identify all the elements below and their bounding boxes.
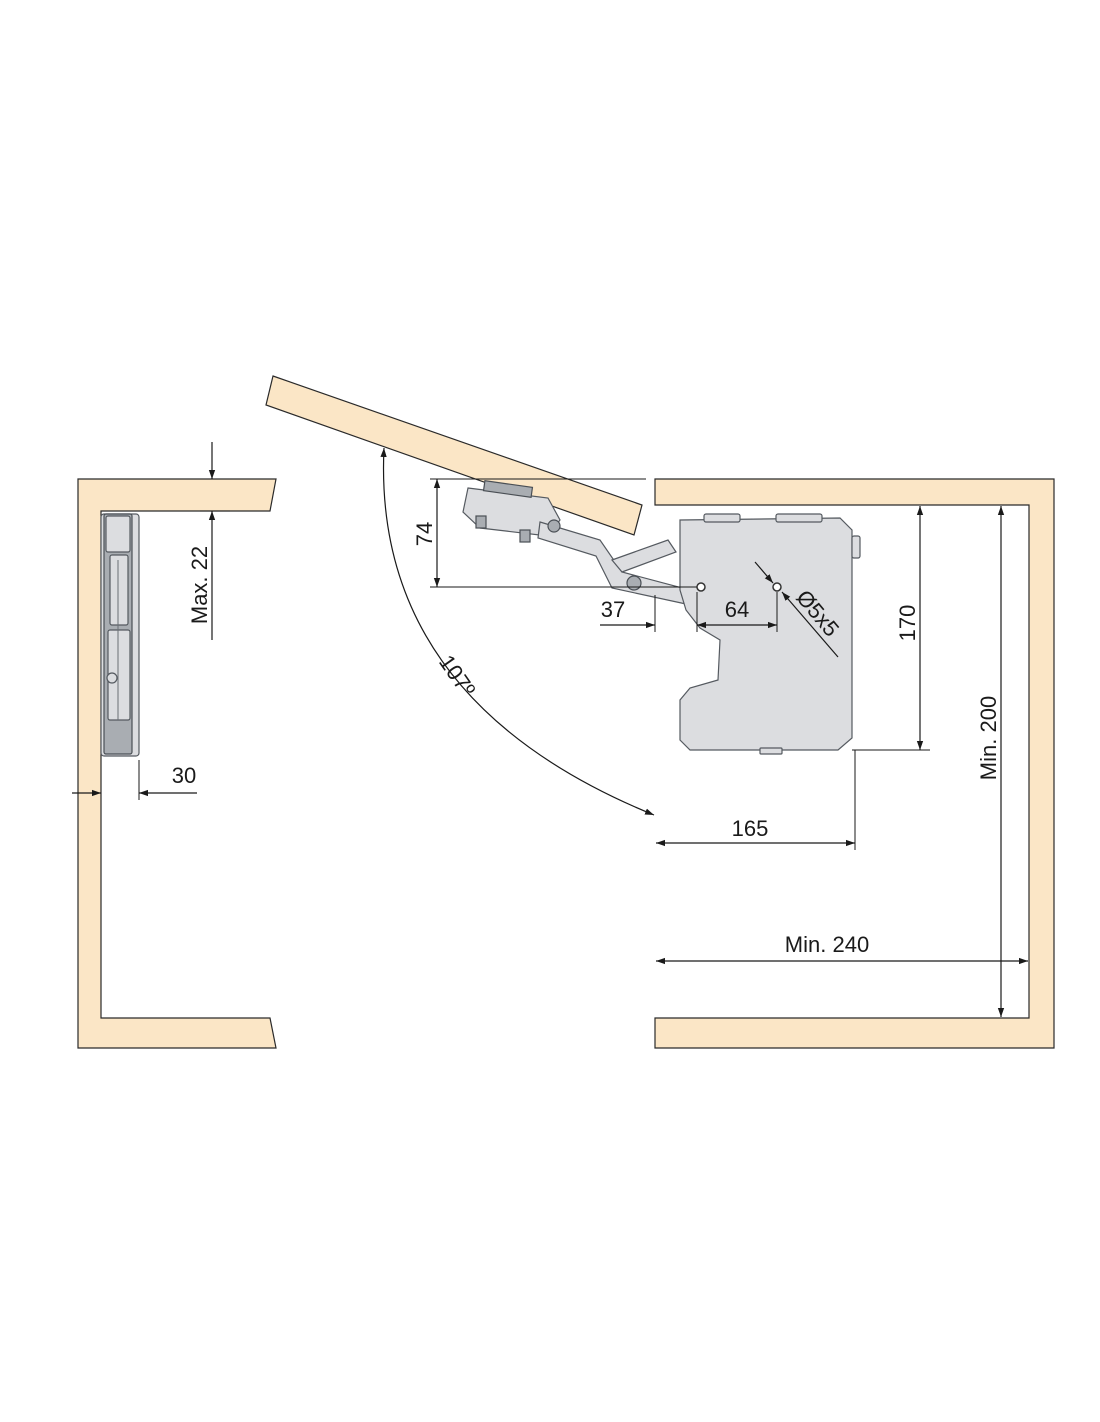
hinge-pivot-lower-icon bbox=[626, 575, 642, 591]
dimension-30-label: 30 bbox=[172, 763, 196, 788]
min-240-label: Min. 240 bbox=[785, 932, 869, 957]
min-200-label: Min. 200 bbox=[976, 696, 1001, 780]
lift-mechanism-bottom-tab bbox=[759, 747, 783, 755]
left-mechanism bbox=[100, 513, 140, 757]
lift-mechanism-tab-right bbox=[775, 513, 823, 523]
dimension-165: 165 bbox=[656, 750, 856, 850]
dimension-30: 30 bbox=[72, 760, 197, 800]
dimension-170-label: 170 bbox=[895, 605, 920, 642]
mounting-hole-1-icon bbox=[696, 582, 706, 592]
dimension-max-22: Max. 22 bbox=[187, 442, 230, 640]
hinge-clip-2 bbox=[519, 529, 531, 543]
lift-mechanism bbox=[679, 513, 861, 755]
lift-mechanism-side-tab bbox=[851, 535, 861, 559]
opening-angle-arc bbox=[380, 447, 655, 816]
mounting-hole-2-icon bbox=[772, 582, 782, 592]
left-mechanism-screw-icon bbox=[106, 672, 118, 684]
dimension-170: 170 bbox=[852, 506, 930, 751]
dimension-min-200: Min. 200 bbox=[976, 506, 1005, 1017]
hinge-pivot-icon bbox=[547, 519, 561, 533]
left-cabinet-panel bbox=[77, 478, 277, 1049]
left-cabinet bbox=[77, 478, 277, 1049]
dimension-min-240: Min. 240 bbox=[656, 932, 1028, 965]
right-cabinet-panel bbox=[654, 478, 1055, 1049]
max-22-label: Max. 22 bbox=[187, 546, 212, 624]
dimension-64-label: 64 bbox=[725, 597, 749, 622]
dimension-74-label: 74 bbox=[412, 522, 437, 546]
lift-mechanism-tab-left bbox=[703, 513, 741, 523]
left-mechanism-top bbox=[105, 515, 131, 553]
open-door bbox=[265, 375, 643, 536]
lift-mechanism-body bbox=[679, 517, 853, 751]
hinge-clip bbox=[475, 515, 487, 529]
right-cabinet bbox=[654, 478, 1055, 1049]
dimension-165-label: 165 bbox=[732, 816, 769, 841]
opening-angle-label: 107º bbox=[434, 650, 480, 701]
left-mechanism-slot bbox=[109, 554, 129, 626]
door-panel bbox=[265, 375, 643, 536]
dimension-37-label: 37 bbox=[601, 597, 625, 622]
hinge-link-upper bbox=[610, 539, 677, 573]
